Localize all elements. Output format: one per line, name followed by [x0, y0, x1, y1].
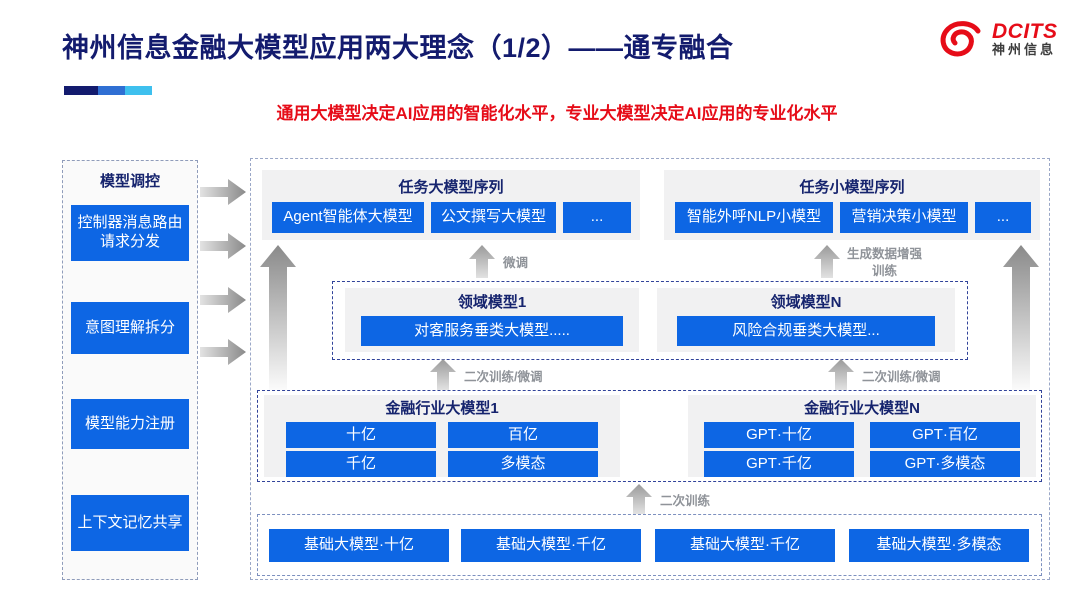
company-logo: DCITS 神州信息 [938, 18, 1058, 60]
sidebar-item-registry: 模型能力注册 [71, 399, 189, 449]
model-control-title: 模型调控 [99, 173, 160, 190]
slide-subtitle: 通用大模型决定AI应用的智能化水平，专业大模型决定AI应用的专业化水平 [276, 104, 838, 123]
node-outbound-nlp-model: 智能外呼NLP小模型 [675, 202, 833, 233]
domain-model-1-group: 领域模型1 对客服务垂类大模型..... [345, 288, 639, 352]
sidebar-item-context: 上下文记忆共享 [71, 495, 189, 551]
label-gen-data-line1: 生成数据增强 [847, 247, 923, 261]
task-small-model-group: 任务小模型序列 智能外呼NLP小模型 营销决策小模型 ... [664, 170, 1040, 240]
sidebar-item-intent: 意图理解拆分 [71, 302, 189, 354]
node-gpt-billion: GPT·十亿 [704, 422, 854, 448]
node-billion: 十亿 [286, 422, 436, 448]
logo-swirl-icon [938, 18, 986, 60]
industry-model-n-title: 金融行业大模型N [804, 400, 920, 417]
label-secondary-train: 二次训练 [660, 494, 711, 508]
node-task-large-more: ... [563, 202, 631, 233]
foundation-models-container: 基础大模型·十亿 基础大模型·千亿 基础大模型·千亿 基础大模型·多模态 [257, 514, 1042, 576]
label-gen-data-line2: 训练 [872, 264, 898, 278]
node-customer-service-model: 对客服务垂类大模型..... [361, 316, 623, 346]
domain-model-1-title: 领域模型1 [457, 294, 527, 311]
tall-arrow-up-icon [260, 245, 296, 390]
node-document-large-model: 公文撰写大模型 [431, 202, 556, 233]
tall-arrow-up-icon [1003, 245, 1039, 390]
label-gen-data-training: 生成数据增强 训练 [847, 246, 922, 280]
label-fine-tune: 微调 [503, 256, 529, 270]
arrow-up-icon [469, 245, 495, 278]
task-large-model-group: 任务大模型序列 Agent智能体大模型 公文撰写大模型 ... [262, 170, 640, 240]
model-stack-container [250, 158, 1050, 580]
node-task-small-more: ... [975, 202, 1031, 233]
title-accent-bar [64, 86, 152, 104]
page-title: 神州信息金融大模型应用两大理念（1/2）——通专融合 [62, 33, 734, 63]
industry-model-1-group: 金融行业大模型1 十亿 百亿 千亿 多模态 [264, 395, 620, 477]
flow-arrow-right-icon [200, 179, 246, 205]
node-hundred-billion: 千亿 [286, 451, 436, 477]
node-gpt-hundred-billion: GPT·千亿 [704, 451, 854, 477]
logo-brand-text: DCITS [992, 20, 1058, 44]
node-multimodal: 多模态 [448, 451, 598, 477]
arrow-up-icon [828, 359, 854, 390]
industry-model-n-group: 金融行业大模型N GPT·十亿 GPT·百亿 GPT·千亿 GPT·多模态 [688, 395, 1036, 477]
sidebar-item-router: 控制器消息路由请求分发 [71, 205, 189, 261]
arrow-up-icon [430, 359, 456, 390]
domain-model-n-title: 领域模型N [770, 294, 842, 311]
node-foundation-hundred-billion-b: 基础大模型·千亿 [655, 529, 835, 562]
node-risk-compliance-model: 风险合规垂类大模型... [677, 316, 935, 346]
node-gpt-ten-billion: GPT·百亿 [870, 422, 1020, 448]
industry-model-1-title: 金融行业大模型1 [385, 400, 499, 417]
node-gpt-multimodal: GPT·多模态 [870, 451, 1020, 477]
flow-arrow-right-icon [200, 287, 246, 313]
logo-brand-cn: 神州信息 [992, 42, 1057, 58]
node-marketing-model: 营销决策小模型 [840, 202, 968, 233]
model-control-panel: 模型调控 控制器消息路由请求分发 意图理解拆分 模型能力注册 上下文记忆共享 [62, 160, 198, 580]
node-foundation-multimodal: 基础大模型·多模态 [849, 529, 1029, 562]
domain-models-container: 领域模型1 对客服务垂类大模型..... 领域模型N 风险合规垂类大模型... [332, 281, 968, 360]
arrow-up-icon [626, 484, 652, 514]
label-secondary-ft-left: 二次训练/微调 [464, 370, 543, 384]
node-foundation-hundred-billion-a: 基础大模型·千亿 [461, 529, 641, 562]
task-small-model-title: 任务小模型序列 [799, 179, 905, 196]
node-ten-billion: 百亿 [448, 422, 598, 448]
label-secondary-ft-right: 二次训练/微调 [862, 370, 941, 384]
arrow-up-icon [814, 245, 840, 278]
task-large-model-title: 任务大模型序列 [398, 179, 504, 196]
flow-arrow-right-icon [200, 339, 246, 365]
node-agent-large-model: Agent智能体大模型 [272, 202, 424, 233]
industry-models-container: 金融行业大模型1 十亿 百亿 千亿 多模态 金融行业大模型N GPT·十亿 GP… [257, 390, 1042, 482]
node-foundation-billion: 基础大模型·十亿 [269, 529, 449, 562]
domain-model-n-group: 领域模型N 风险合规垂类大模型... [657, 288, 955, 352]
flow-arrow-right-icon [200, 233, 246, 259]
